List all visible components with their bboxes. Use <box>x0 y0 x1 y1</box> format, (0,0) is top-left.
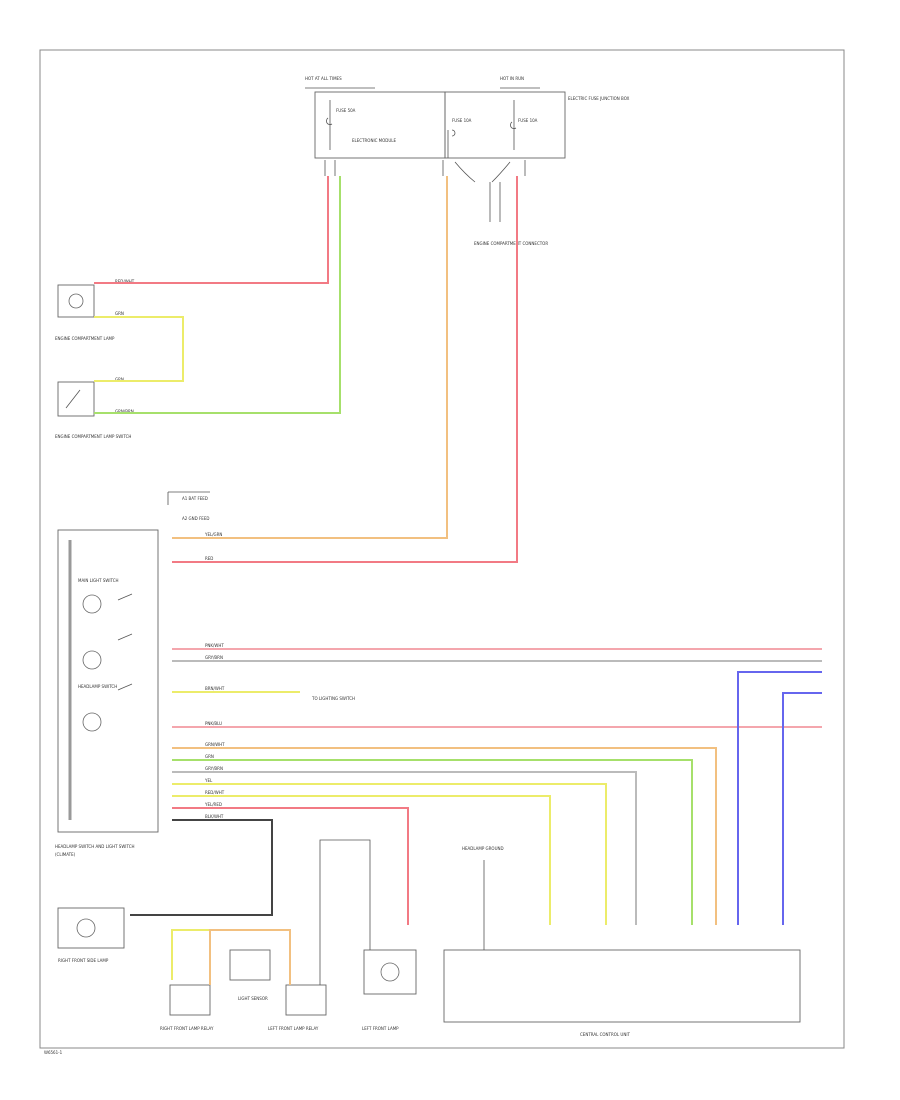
module-title: HEADLAMP SWITCH AND LIGHT SWITCH <box>55 844 135 849</box>
wire-low-4 <box>172 783 607 925</box>
wire-label-1: RED/WHT <box>115 279 135 284</box>
relay-left <box>285 984 327 1016</box>
right-side-lamp-label: RIGHT FRONT SIDE LAMP <box>58 958 109 963</box>
wire-relay-loop <box>209 929 291 985</box>
module-wire-low-6: YEL/RED <box>204 802 222 807</box>
diagram-frame <box>39 49 845 1049</box>
wire-green-brown <box>94 176 341 414</box>
module-wire-low-1: GRN/WHT <box>205 742 225 747</box>
fuse-a-label: FUSE 50A <box>336 108 356 113</box>
fuse-panel-left <box>314 91 446 159</box>
right-side-lamp <box>57 907 125 949</box>
module-note-1: A1 BAT FEED <box>182 496 208 501</box>
module-wire-mid-3: BRN/WHT <box>205 686 225 691</box>
wire-low-5 <box>172 795 551 925</box>
central-control-label: CENTRAL CONTROL UNIT <box>580 1032 631 1037</box>
module-wire-low-7: BLK/WHT <box>205 814 224 819</box>
module-aux-label: TO LIGHTING SWITCH <box>311 696 355 701</box>
engine-lamp <box>57 284 95 318</box>
wire-red-feed <box>172 176 518 563</box>
engine-switch-label: ENGINE COMPARTMENT LAMP SWITCH <box>55 434 131 439</box>
module-wire-top-2: RED <box>205 556 213 561</box>
ground-label: HEADLAMP GROUND <box>462 846 504 851</box>
wire-label-3: GRN <box>115 377 124 382</box>
lamp-icon-1 <box>82 594 102 614</box>
fuse-b-label: FUSE 10A <box>452 118 472 123</box>
module-wire-low-2: GRN <box>205 754 214 759</box>
footer-code: W6561-1 <box>44 1050 63 1055</box>
engine-lamp-label: ENGINE COMPARTMENT LAMP <box>55 336 115 341</box>
lamp-icon-2 <box>82 650 102 670</box>
module-wire-mid-4: PNK/BLU <box>205 721 222 726</box>
fuse-c-label: FUSE 10A <box>518 118 538 123</box>
module-wire-mid-2: GRY/BRN <box>205 655 223 660</box>
left-front-lamp <box>363 949 417 995</box>
module-note-2: A2 GND FEED <box>182 516 209 521</box>
wire-label-2: GRN <box>115 311 124 316</box>
bulb-icon <box>68 293 84 309</box>
central-control-unit <box>443 949 801 1023</box>
left-front-lamp-label: LEFT FRONT LAMP <box>362 1026 399 1031</box>
wire-low-3 <box>172 771 637 925</box>
switch-icon <box>65 389 81 409</box>
lamp-icon-3 <box>82 712 102 732</box>
fusebox-side-note: ELECTRIC FUSE JUNCTION BOX <box>568 96 630 101</box>
module-side-label-1: MAIN LIGHT SWITCH <box>78 578 119 583</box>
wire-yellow-feed <box>172 176 448 539</box>
module-wire-mid-1: PNK/WHT <box>205 643 224 648</box>
fusebox-right-title: HOT IN RUN <box>500 76 524 81</box>
module-subtitle: (CLIMATE) <box>55 852 76 857</box>
module-wire-low-3: GRY/BRN <box>205 766 223 771</box>
wire-blue-1 <box>737 671 822 925</box>
wire-blue-2 <box>782 692 822 925</box>
wire-low-1 <box>172 747 717 925</box>
fusebox-title: HOT AT ALL TIMES <box>305 76 342 81</box>
bottom-components: RIGHT FRONT SIDE LAMP RIGHT FRONT LAMP R… <box>57 846 801 1037</box>
headlamp-module: A1 BAT FEED A2 GND FEED MAIN LIGHT SWITC… <box>55 491 355 857</box>
module-body <box>57 529 159 833</box>
wire-low-2 <box>172 759 693 925</box>
bulb-icon-l <box>380 962 400 982</box>
fuse-box: HOT AT ALL TIMES HOT IN RUN FUSE 50A ELE… <box>305 76 630 246</box>
engine-lamp-switch <box>57 381 95 417</box>
wire-green-loop <box>94 316 184 382</box>
wire-low-6 <box>172 807 409 925</box>
wire-relay-lamp <box>319 839 371 985</box>
bulb-icon-r <box>76 918 96 938</box>
relay-left-label: LEFT FRONT LAMP RELAY <box>268 1026 319 1031</box>
light-sensor-label: LIGHT SENSOR <box>238 996 268 1001</box>
module-wire-low-5: RED/WHT <box>205 790 225 795</box>
wire-relay-feed <box>171 929 210 980</box>
module-side-label-2: HEADLAMP SWITCH <box>78 684 117 689</box>
wire-low-7 <box>130 819 273 916</box>
connector-note: ENGINE COMPARTMENT CONNECTOR <box>474 241 548 246</box>
relay-right-label: RIGHT FRONT LAMP RELAY <box>160 1026 214 1031</box>
fuse-panel-right <box>444 91 566 159</box>
left-components: ENGINE COMPARTMENT LAMP ENGINE COMPARTME… <box>55 279 135 439</box>
ebox-label: ELECTRONIC MODULE <box>352 138 397 143</box>
light-sensor <box>229 949 271 981</box>
wire-red-lamp <box>94 176 329 284</box>
relay-right <box>169 984 211 1016</box>
module-wire-low-4: YEL <box>204 778 213 783</box>
module-wire-top-1: YEL/GRN <box>204 532 222 537</box>
wire-label-4: GRN/BRN <box>115 409 134 414</box>
